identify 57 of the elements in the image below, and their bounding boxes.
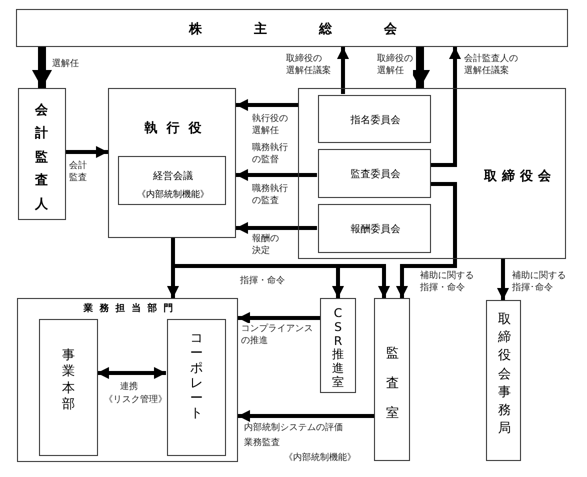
office-box	[374, 298, 410, 461]
arrow	[97, 367, 166, 379]
edge-label: 職務執行の監査	[252, 183, 288, 207]
executive-box	[108, 88, 236, 238]
office-box	[320, 298, 356, 393]
committee-box	[318, 149, 431, 198]
edge-label: 会計監査人の選解任議案	[464, 53, 518, 77]
arrow	[236, 99, 298, 111]
arrow	[236, 169, 317, 181]
board-box	[298, 88, 566, 259]
edge-label: コンプライアンスの推進	[241, 323, 313, 347]
council-box	[118, 156, 226, 205]
arrow	[497, 259, 509, 300]
division-box	[39, 319, 98, 456]
node-title: 株主総会	[188, 20, 450, 38]
committee-box	[318, 204, 431, 253]
vertical-label: 取締役会事務局	[498, 311, 511, 438]
edge-label: 補助に関する指揮・命令	[420, 270, 474, 294]
arrow	[337, 47, 349, 94]
department-panel	[17, 298, 238, 462]
node-title: 取締役会	[482, 168, 549, 185]
committee-box	[318, 95, 431, 143]
vertical-label: コーポレート	[190, 332, 203, 422]
meeting-box	[16, 9, 568, 47]
arrow	[32, 47, 52, 88]
vertical-label: 会計監査人	[35, 102, 48, 214]
vertical-label: CSR推進室	[332, 307, 344, 390]
arrow	[238, 410, 374, 422]
node-title: 執行役	[144, 120, 212, 137]
edge-label: 内部統制システムの評価	[244, 422, 343, 434]
node-title: 業務担当部門	[82, 302, 180, 315]
vertical-label: 監査室	[386, 345, 399, 423]
note-label: 職務執行の監督	[252, 142, 288, 166]
node-subtitle: 《内部統制機能》	[136, 188, 210, 201]
edge-label: 取締役の選解任議案	[286, 53, 331, 77]
edge-label: 会計監査	[69, 160, 87, 184]
node-title: 経営会議	[152, 170, 194, 183]
edge-label: 選解任	[52, 58, 79, 70]
edge-label: 補助に関する指揮･命令	[512, 270, 566, 294]
arrow	[396, 182, 457, 298]
edge-label: 指揮・命令	[240, 275, 285, 287]
arrow	[430, 47, 461, 167]
auditor-box	[18, 88, 66, 220]
arrow	[66, 146, 108, 158]
node-title: 監査委員会	[350, 168, 402, 181]
arrow	[238, 312, 320, 324]
node-title: 指名委員会	[350, 114, 402, 127]
vertical-label: 事業本部	[62, 348, 75, 413]
note-label: 業務監査	[244, 437, 280, 449]
edge-label: 執行役の選解任	[252, 113, 288, 137]
division-box	[167, 319, 226, 456]
node-title: 報酬委員会	[350, 222, 402, 236]
arrow	[236, 222, 317, 234]
office-box	[486, 300, 521, 461]
edge-label: 報酬の決定	[252, 233, 279, 257]
edge-label: 連携	[120, 381, 138, 393]
edge-label: 取締役の選解任	[377, 53, 413, 77]
